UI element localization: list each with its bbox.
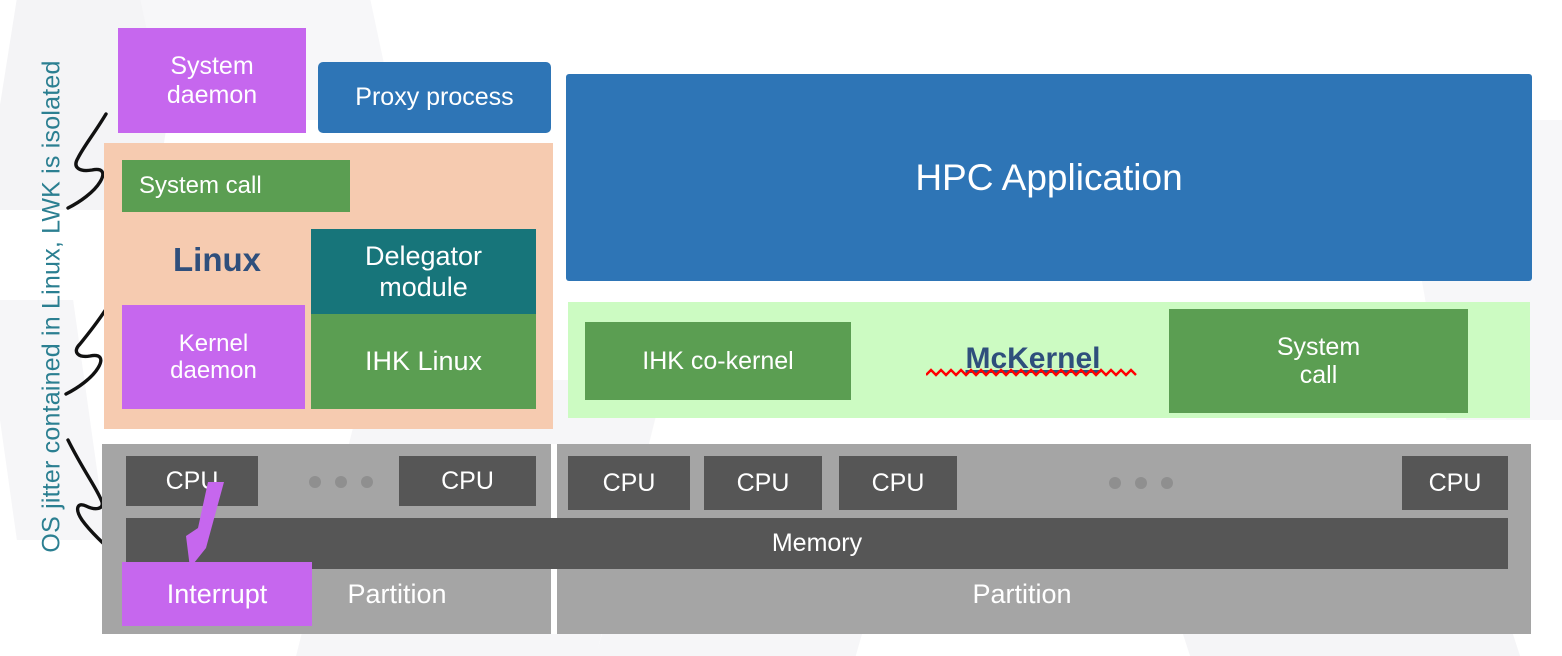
cpu-box[interactable]: CPU: [704, 456, 822, 510]
kernel-daemon-box[interactable]: Kernel daemon: [122, 305, 305, 409]
interrupt-callout[interactable]: Interrupt: [122, 562, 312, 626]
ellipsis-icon: [309, 476, 373, 488]
mckernel-label: McKernel: [965, 342, 1101, 375]
cpu-box[interactable]: CPU: [1402, 456, 1508, 510]
cpu-box[interactable]: CPU: [568, 456, 690, 510]
mckernel-container: IHK co-kernel McKernel System call: [568, 302, 1530, 418]
mckernel-system-call-box[interactable]: System call: [1169, 309, 1468, 413]
system-daemon-box[interactable]: System daemon: [118, 28, 306, 133]
spellcheck-squiggle-icon: [926, 368, 1137, 377]
linux-system-call-box[interactable]: System call: [122, 160, 350, 212]
hardware-layer: CPU CPU CPU CPU CPU CPU Memory Partition…: [102, 444, 1531, 634]
ihk-linux-box[interactable]: IHK Linux: [311, 314, 536, 409]
memory-bar: Memory: [126, 518, 1508, 569]
cpu-box[interactable]: CPU: [839, 456, 957, 510]
cpu-box[interactable]: CPU: [399, 456, 536, 506]
left-partition-label: Partition: [347, 578, 447, 609]
ellipsis-icon: [1109, 477, 1173, 489]
linux-label: Linux: [173, 241, 261, 278]
hpc-application-box[interactable]: HPC Application: [566, 74, 1532, 281]
side-annotation-label: OS jitter contained in Linux, LWK is iso…: [37, 60, 66, 553]
right-partition-label: Partition: [972, 578, 1072, 609]
linux-container: System call Linux Kernel daemon Delegato…: [104, 143, 553, 429]
proxy-process-box[interactable]: Proxy process: [318, 62, 551, 133]
ihk-cokernel-box[interactable]: IHK co-kernel: [585, 322, 851, 400]
cpu-box[interactable]: CPU: [126, 456, 258, 506]
delegator-module-box[interactable]: Delegator module: [311, 229, 536, 314]
